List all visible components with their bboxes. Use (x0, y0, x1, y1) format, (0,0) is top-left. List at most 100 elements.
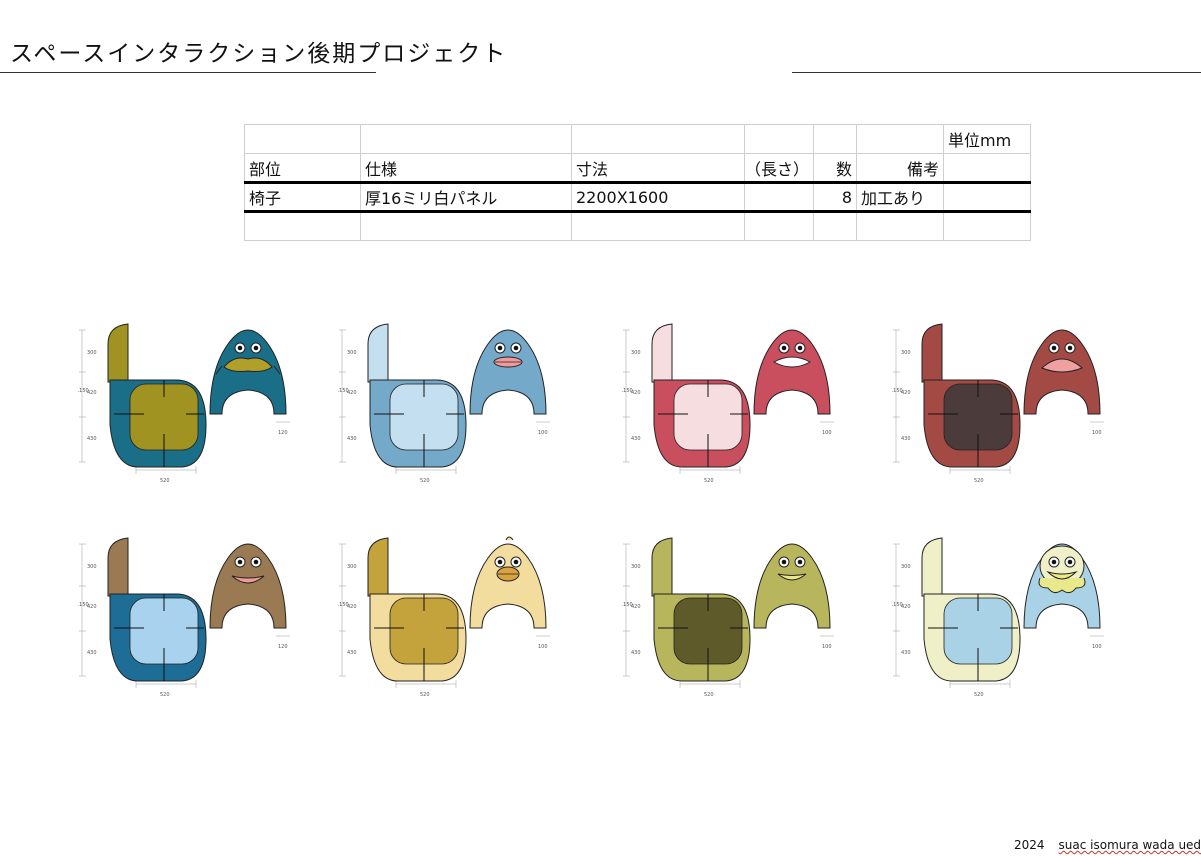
dim-mid-height: 420 (87, 390, 97, 396)
creature-mouth (493, 356, 523, 368)
dim-total-height: 1150 (892, 388, 903, 394)
dim-total-height: 1150 (78, 388, 89, 394)
dim-seat-height: 300 (901, 564, 911, 570)
chair-svg: 300 420 430 1150 520 100 100 (622, 537, 834, 698)
dim-right: 100 (822, 430, 832, 436)
dim-right: 120 (278, 430, 288, 436)
dim-total-height: 1150 (622, 602, 633, 608)
dim-low-height: 430 (631, 436, 641, 442)
dim-width: 520 (420, 692, 430, 698)
chair-back (367, 537, 389, 597)
dim-right: 100 (822, 644, 832, 650)
chair-drawing: 300 420 430 1150 520 100 120 (78, 536, 318, 706)
chair-drawing: 300 420 430 1150 520 100 120 (78, 322, 318, 492)
dim-right: 100 (538, 430, 548, 436)
dim-mid-height: 420 (87, 604, 97, 610)
table-cell (743, 181, 815, 213)
dim-low-height: 430 (901, 436, 911, 442)
chair-drawing: 300 420 430 1150 520 100 100 (622, 536, 862, 706)
chair-drawing: 300 420 430 1150 520 100 100 (892, 536, 1132, 706)
dim-right: 100 (1092, 644, 1102, 650)
header-cell: 部位 (244, 153, 361, 183)
dim-low-height: 430 (901, 650, 911, 656)
dim-low-height: 430 (347, 436, 357, 442)
dim-seat-height: 300 (87, 564, 97, 570)
dim-width: 520 (160, 692, 170, 698)
dim-low-height: 430 (87, 436, 97, 442)
header-cell: 備考 (856, 153, 945, 183)
dim-mid-height: 420 (347, 604, 357, 610)
chair-drawing: 300 420 430 1150 520 100 100 (892, 322, 1132, 492)
header-cell: 寸法 (571, 153, 745, 183)
chair-creature (753, 543, 831, 629)
dim-right: 100 (1092, 430, 1102, 436)
chair-creature (209, 329, 287, 415)
creature-mouth (772, 356, 812, 368)
dim-mid-height: 420 (347, 390, 357, 396)
dim-seat-height: 300 (901, 350, 911, 356)
footer-names: suac isomura wada ueda (1058, 838, 1201, 852)
chair-svg: 300 420 430 1150 520 100 100 (892, 323, 1104, 484)
table-cell: 加工あり (856, 181, 945, 213)
dim-right: 100 (538, 644, 548, 650)
header-cell: 仕様 (360, 153, 572, 183)
chair-drawing: 300 420 430 1150 520 100 100 (338, 536, 578, 706)
chair-creature (469, 329, 547, 415)
dim-seat-height: 300 (87, 350, 97, 356)
chair-svg: 300 420 430 1150 520 100 120 (78, 537, 290, 698)
creature-mouth (777, 573, 807, 581)
unit-row: 単位mm (244, 124, 1032, 154)
title-underline (0, 72, 376, 73)
dim-right: 120 (278, 644, 288, 650)
header-cell: 数 (813, 153, 858, 183)
table-cell: 2200X1600 (571, 181, 745, 213)
header-row: 部位 仕様 寸法 （長さ） 数 備考 (244, 153, 1032, 183)
chair-creature (469, 543, 547, 629)
dim-seat-height: 300 (631, 350, 641, 356)
chair-drawing: 300 420 430 1150 520 100 100 (622, 322, 862, 492)
dim-seat-height: 300 (347, 564, 357, 570)
chair-back (921, 323, 943, 383)
chair-drawing: 300 420 430 1150 520 100 100 (338, 322, 578, 492)
creature-mouth (231, 575, 265, 584)
dim-low-height: 430 (87, 650, 97, 656)
dim-width: 520 (974, 692, 984, 698)
dim-mid-height: 420 (631, 390, 641, 396)
chair-back (651, 323, 673, 383)
dim-total-height: 1150 (892, 602, 903, 608)
table-cell: 椅子 (244, 181, 361, 213)
chair-back (651, 537, 673, 597)
dim-total-height: 1150 (622, 388, 633, 394)
dim-width: 520 (160, 478, 170, 484)
unit-label: 単位mm (943, 124, 1032, 154)
chair-svg: 300 420 430 1150 520 100 100 (622, 323, 834, 484)
chair-creature (209, 543, 287, 629)
creature-mouth (1046, 570, 1078, 580)
dim-width: 520 (704, 478, 714, 484)
chair-svg: 300 420 430 1150 520 100 120 (78, 323, 290, 484)
creature-mouth (1041, 358, 1083, 373)
dim-low-height: 430 (347, 650, 357, 656)
page-title: スペースインタラクション後期プロジェクト (10, 41, 508, 67)
dim-seat-height: 300 (347, 350, 357, 356)
chair-back (107, 323, 129, 383)
empty-row (244, 211, 1032, 241)
table-cell: 厚16ミリ白パネル (360, 181, 572, 213)
dim-total-height: 1150 (78, 602, 89, 608)
dim-mid-height: 420 (631, 604, 641, 610)
creature-mouth (496, 566, 520, 582)
dim-seat-height: 300 (631, 564, 641, 570)
chair-back (367, 323, 389, 383)
chair-svg: 300 420 430 1150 520 100 100 (338, 323, 550, 484)
dim-mid-height: 420 (901, 390, 911, 396)
dim-low-height: 430 (631, 650, 641, 656)
creature-mouth (215, 357, 281, 375)
dim-width: 520 (420, 478, 430, 484)
chair-back (107, 537, 129, 597)
dim-mid-height: 420 (901, 604, 911, 610)
table-row: 椅子 厚16ミリ白パネル 2200X1600 8 加工あり (244, 181, 1032, 213)
table-cell: 8 (813, 181, 858, 213)
chair-back (921, 537, 943, 597)
dim-total-height: 1150 (338, 388, 349, 394)
chair-svg: 300 420 430 1150 520 100 100 (892, 537, 1104, 698)
